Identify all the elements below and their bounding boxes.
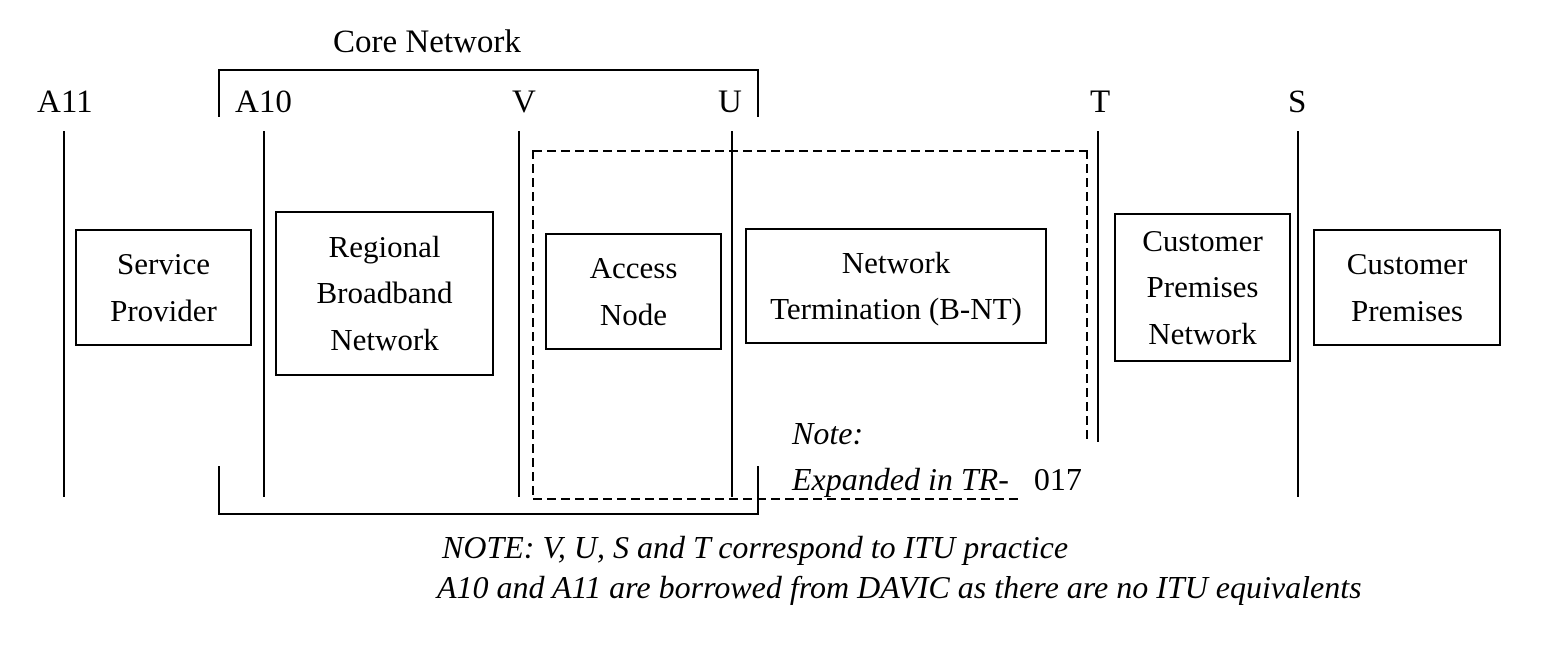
regional-broadband-network-text-line: Regional [328, 228, 441, 264]
expanded-region-dashed-right [1086, 150, 1088, 440]
expansion-note-body: Expanded in TR- 017 [792, 463, 1082, 495]
a11-reference-line [63, 131, 65, 497]
u-reference-line [731, 131, 733, 497]
network-termination-text-line: Termination (B-NT) [770, 291, 1022, 326]
core-network-title: Core Network [333, 24, 521, 60]
expanded-region-dashed-left [532, 150, 534, 500]
core-network-bracket-bottom-right-tick [757, 466, 759, 515]
t-reference-line [1097, 131, 1099, 442]
label-s: S [1288, 84, 1307, 120]
footnote-line-2: A10 and A11 are borrowed from DAVIC as t… [437, 569, 1362, 605]
customer-premises-network-box: Customer Premises Network [1114, 213, 1291, 362]
core-network-bracket-bottom-left-tick [218, 466, 220, 515]
customer-premises-text-line: Customer [1346, 246, 1468, 281]
label-v: V [512, 84, 536, 120]
expansion-note-heading: Note: [792, 415, 864, 451]
customer-premises-network-text-line: Network [1148, 315, 1257, 351]
label-a11: A11 [37, 84, 93, 120]
label-a10: A10 [235, 84, 292, 120]
access-node-text-line: Access [589, 250, 678, 285]
customer-premises-network-text-line: Premises [1146, 269, 1259, 305]
label-u: U [718, 84, 742, 120]
access-node-text-line: Node [599, 296, 668, 332]
core-network-bracket-top [218, 69, 759, 71]
expanded-region-dashed-top [533, 150, 1087, 152]
customer-premises-text-line: Premises [1351, 292, 1463, 328]
footnote-line-1: NOTE: V, U, S and T correspond to ITU pr… [442, 529, 1069, 565]
customer-premises-network-text-line: Customer [1142, 222, 1263, 258]
access-node-box: Access Node [545, 233, 722, 350]
expanded-region-dashed-bottom [533, 498, 1020, 500]
v-reference-line [518, 131, 520, 497]
expansion-note-body-upright: 017 [1033, 461, 1082, 497]
a10-reference-line [263, 131, 265, 497]
network-termination-text-line: Network [841, 244, 951, 280]
regional-broadband-network-text-line: Broadband [316, 275, 453, 311]
expansion-note-body-italic: Expanded in TR- [792, 461, 1009, 497]
s-reference-line [1297, 131, 1299, 497]
regional-broadband-network-box: Regional Broadband Network [275, 211, 494, 376]
label-t: T [1090, 84, 1111, 120]
service-provider-text-line: Provider [110, 292, 217, 328]
network-termination-box: Network Termination (B-NT) [745, 228, 1047, 344]
service-provider-box: Service Provider [75, 229, 252, 346]
core-network-bracket-top-left-tick [218, 69, 220, 117]
customer-premises-box: Customer Premises [1313, 229, 1501, 346]
service-provider-text-line: Service [117, 246, 210, 281]
core-network-bracket-top-right-tick [757, 69, 759, 117]
core-network-bracket-bottom [218, 513, 759, 515]
regional-broadband-network-text-line: Network [330, 321, 439, 357]
